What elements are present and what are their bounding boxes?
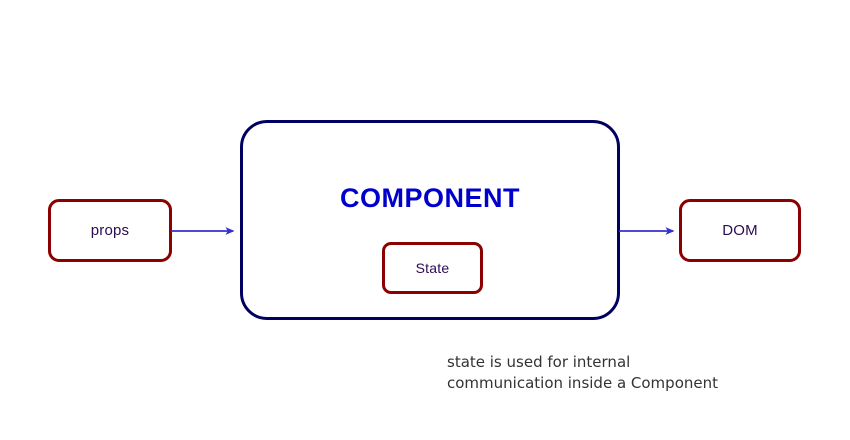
arrow-props-to-component xyxy=(171,227,235,235)
node-props-label: props xyxy=(90,222,130,239)
node-dom[interactable]: DOM xyxy=(679,199,801,262)
arrow-component-to-dom xyxy=(619,227,675,235)
component-title: COMPONENT xyxy=(340,183,520,213)
node-state-label: State xyxy=(415,260,450,276)
diagram-caption: state is used for internal communication… xyxy=(447,353,718,392)
node-state[interactable]: State xyxy=(382,242,483,294)
node-component[interactable]: COMPONENT State xyxy=(240,120,620,320)
node-dom-label: DOM xyxy=(722,222,758,239)
node-props[interactable]: props xyxy=(48,199,172,262)
